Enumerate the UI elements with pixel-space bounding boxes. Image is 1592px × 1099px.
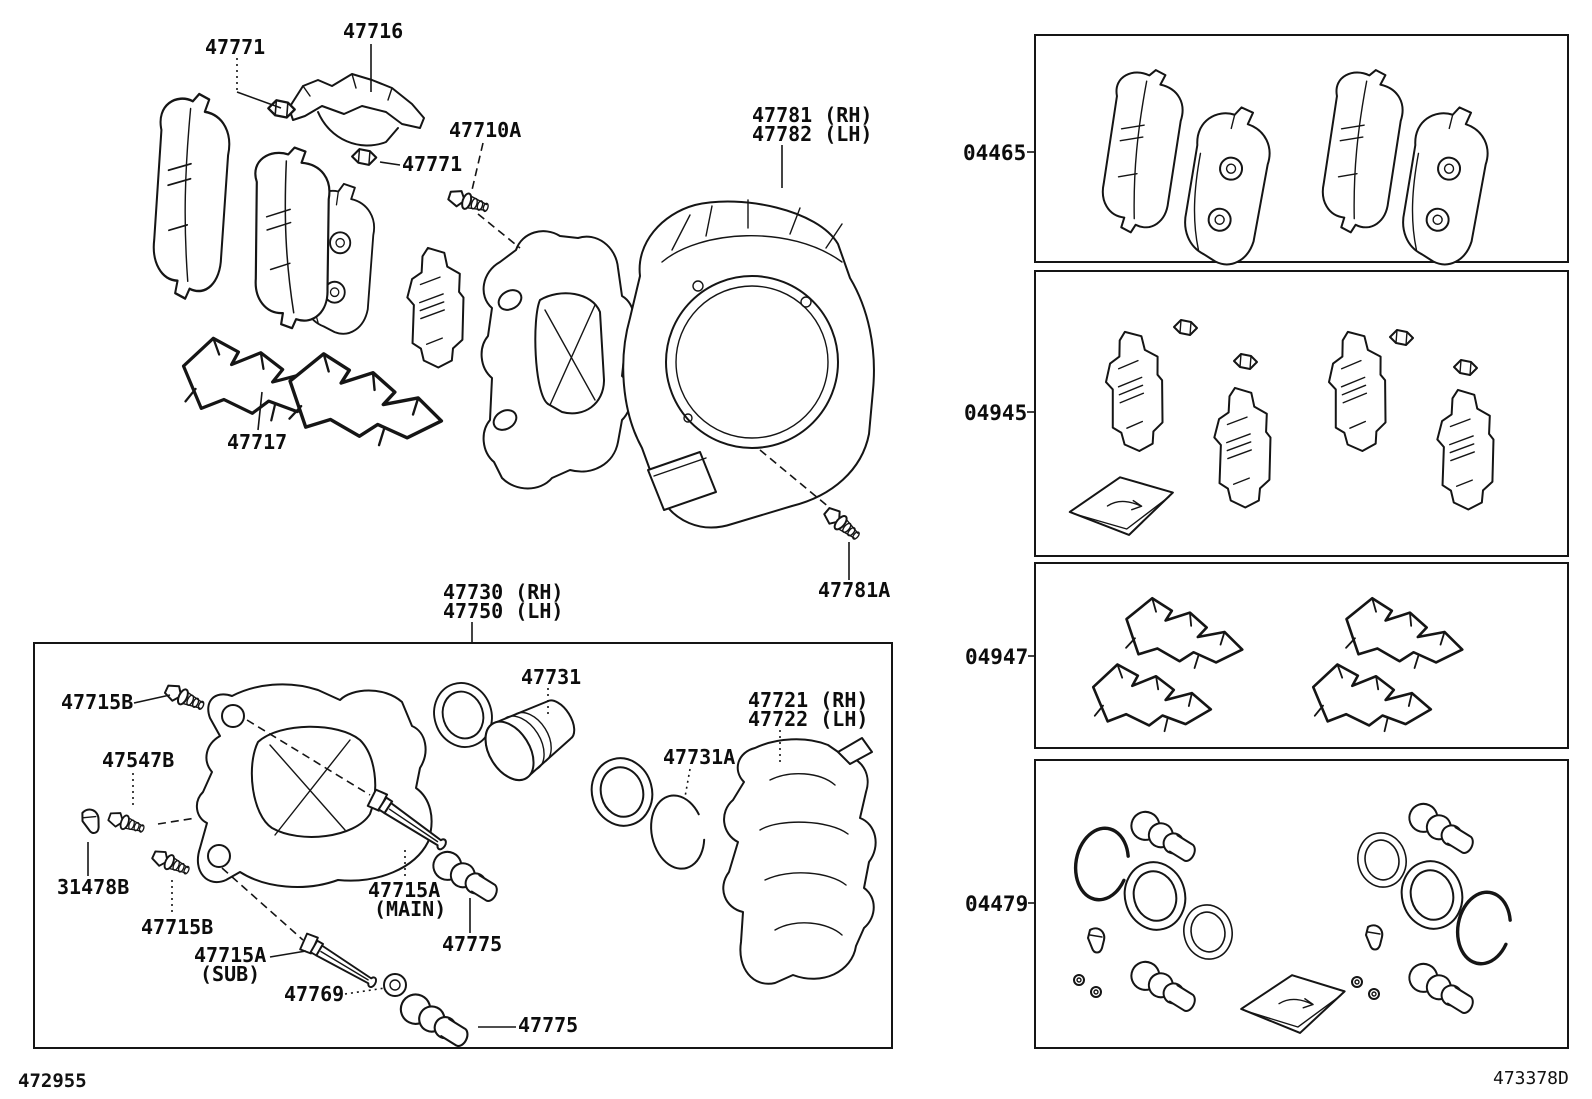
caliper-overhaul-box: [33, 642, 893, 1049]
pad-support-plate-art: [180, 335, 449, 454]
pad-support-spring-art: [288, 73, 425, 147]
kit-code-pads: 04465: [963, 141, 1027, 165]
mounting-bracket-art: [722, 737, 877, 985]
callout-caliper-lh: 47750 (LH): [443, 599, 564, 623]
set-ring-art: [643, 789, 711, 875]
kit-code-seals: 04479: [965, 892, 1029, 916]
callout-dust-cover: 47781 (RH) 47782 (LH): [752, 103, 873, 146]
bleeder-plug-art: [446, 187, 492, 217]
callout-piston: 47731: [521, 665, 582, 689]
seal-kit-box: [1034, 759, 1569, 1049]
callout-bushing-upper: 47715B: [61, 690, 134, 714]
kit-code-shims: 04947: [965, 645, 1029, 669]
figure-code-left: 472955: [18, 1070, 87, 1092]
callout-cap: 31478B: [57, 875, 130, 899]
pad-kit-box: [1034, 34, 1569, 263]
piston-boot-art: [583, 750, 661, 834]
caliper-bracket-center-art: [480, 230, 635, 490]
callout-mounting-bracket: 47721 (RH) 47722 (LH): [748, 688, 869, 731]
wear-indicator-clip-art-1: [267, 99, 296, 119]
kit-code-fittings: 04945: [964, 401, 1028, 425]
pad-kit-art: [1097, 64, 1494, 269]
slide-bushing-upper-art: [162, 681, 208, 715]
callout-boot-main: 47775: [442, 932, 503, 956]
cap-art: [79, 806, 104, 837]
shim-kit-art: [1090, 594, 1468, 735]
fitting-kit-box: [1034, 270, 1569, 557]
callout-bleeder-47710a: 47710A: [449, 118, 522, 142]
fitting-kit-art: [1067, 319, 1500, 539]
callout-pin-bush: 47769: [284, 982, 345, 1006]
callout-support-spring: 47716: [343, 19, 404, 43]
callout-dust-cover-lh: 47782 (LH): [752, 122, 873, 146]
callout-pin-main-note: (MAIN): [374, 897, 447, 921]
seal-kit-art: [1068, 798, 1516, 1036]
callout-bracket-lh: 47722 (LH): [748, 707, 869, 731]
figure-code-right: 473378D: [1493, 1068, 1569, 1089]
bleeder-screw-art: [106, 809, 147, 837]
callout-pin-sub-number: 47715A: [194, 943, 267, 967]
pin-boot-sub-art: [394, 988, 477, 1050]
callout-boot-sub: 47775: [518, 1013, 579, 1037]
callout-caliper-assy: 47730 (RH) 47750 (LH): [443, 580, 564, 623]
callout-bushing-lower: 47715B: [141, 915, 214, 939]
kit-code-ticks: [1027, 151, 1036, 904]
callout-pin-main: 47715A (MAIN): [368, 878, 447, 921]
callout-cover-bolt: 47781A: [818, 578, 891, 602]
piston-art: [474, 685, 587, 790]
callout-bleeder-47547b: 47547B: [102, 748, 175, 772]
leader-lines-top: [236, 44, 850, 580]
callout-bracket-rh: 47721 (RH): [748, 688, 869, 712]
caliper-body-art: [195, 683, 433, 888]
shim-kit-box: [1034, 562, 1569, 749]
wear-indicator-clip-art-2: [351, 148, 378, 166]
dust-cover-art: [622, 199, 875, 529]
pin-bushing-art: [383, 973, 407, 997]
dust-cover-bolt-art: [820, 504, 864, 545]
callout-pin-main-number: 47715A: [368, 878, 441, 902]
slide-bushing-lower-art: [149, 847, 193, 879]
brake-pad-art-rear: [151, 91, 376, 335]
callout-dust-cover-rh: 47781 (RH): [752, 103, 873, 127]
callout-support-plate: 47717: [227, 430, 288, 454]
callout-wear-indicator-1: 47771: [205, 35, 266, 59]
anti-squeal-shim-art: [402, 244, 470, 371]
callout-wear-indicator-2: 47771: [402, 152, 463, 176]
callout-caliper-rh: 47730 (RH): [443, 580, 564, 604]
leader-lines-box: [87, 622, 781, 1028]
callout-pin-sub-note: (SUB): [200, 962, 261, 986]
callout-pin-sub: 47715A (SUB): [194, 943, 267, 986]
callout-set-ring: 47731A: [663, 745, 736, 769]
